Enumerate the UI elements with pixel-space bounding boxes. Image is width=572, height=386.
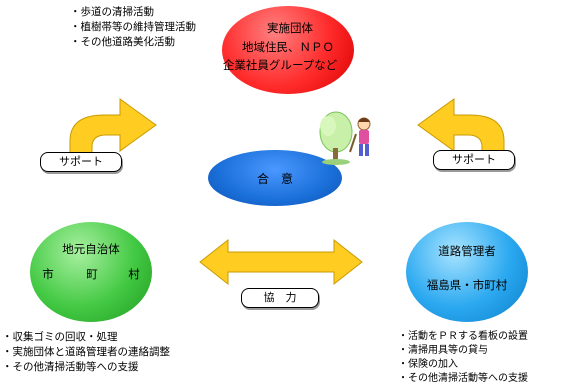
local-government-support-list: ・収集ゴミの回収・処理 ・実施団体と道路管理者の連絡調整 ・その他清掃活動等への…	[2, 330, 170, 375]
support-arrow-left	[69, 98, 157, 164]
local-government-char-3: 村	[128, 267, 140, 281]
top-activity-item: ・歩道の清掃活動	[70, 6, 154, 18]
local-government-circle	[30, 222, 152, 322]
cooperation-label: 協 力	[241, 288, 319, 308]
local-government-char-1: 市	[42, 267, 54, 281]
road-support-item: ・清掃用具等の貸与	[398, 345, 488, 356]
local-support-item: ・その他清掃活動等への支援	[2, 361, 139, 373]
road-administrator-subtitle: 福島県・市町村	[426, 278, 508, 292]
support-label-right: サポート	[433, 150, 515, 170]
top-activity-item: ・その他道路美化活動	[70, 36, 175, 48]
implementer-line3: 企業社員グループなど	[222, 58, 338, 72]
implementer-line2: 地域住民、ＮＰＯ	[242, 40, 334, 54]
tree-person-illustration	[319, 111, 371, 165]
implementer-circle	[222, 6, 354, 94]
local-government-char-2: 町	[86, 267, 98, 281]
implementer-title: 実施団体	[267, 21, 313, 35]
road-administrator-title: 道路管理者	[438, 244, 496, 258]
support-label-left: サポート	[40, 152, 122, 172]
agreement-ellipse	[208, 150, 342, 206]
top-activity-item: ・植樹帯等の維持管理活動	[70, 21, 196, 33]
top-activities-list: ・歩道の清掃活動 ・植樹帯等の維持管理活動 ・その他道路美化活動	[70, 5, 196, 50]
cooperation-double-arrow	[199, 238, 363, 286]
road-support-item: ・保険の加入	[398, 359, 458, 370]
road-administrator-circle	[406, 222, 528, 322]
local-government-title: 地元自治体	[62, 242, 120, 256]
local-support-item: ・収集ゴミの回収・処理	[2, 331, 118, 343]
road-support-item: ・活動をＰＲする看板の設置	[398, 331, 528, 342]
road-support-item: ・その他清掃活動等への支援	[398, 373, 528, 384]
agreement-label: 合 意	[256, 172, 293, 186]
support-arrow-right	[417, 98, 505, 164]
local-support-item: ・実施団体と道路管理者の連絡調整	[2, 346, 170, 358]
road-administrator-support-list: ・活動をＰＲする看板の設置 ・清掃用具等の貸与 ・保険の加入 ・その他清掃活動等…	[398, 330, 528, 386]
